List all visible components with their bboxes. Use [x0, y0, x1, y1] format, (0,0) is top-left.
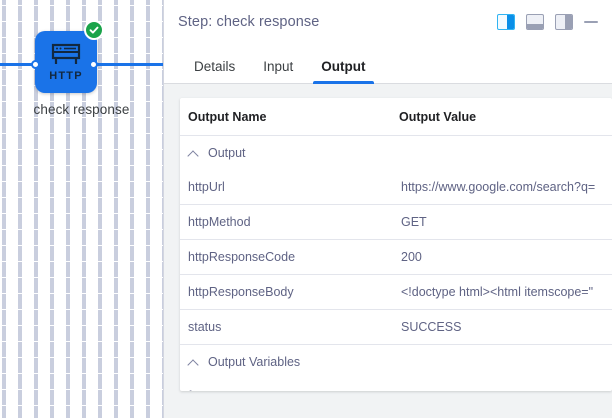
cell-output-name: httpUrl — [180, 170, 393, 205]
chevron-up-icon[interactable] — [188, 357, 199, 368]
table-group-row-output[interactable]: Output — [180, 136, 612, 171]
http-label: HTTP — [49, 70, 83, 82]
cell-output-name: foo — [180, 379, 393, 391]
column-header-output-value: Output Value — [393, 98, 612, 136]
table-row[interactable]: httpResponseBody <!doctype html><html it… — [180, 274, 612, 310]
cell-output-value: 200 — [393, 379, 612, 391]
output-table-card: Output Name Output Value Output — [180, 98, 612, 391]
column-header-output-name: Output Name — [180, 98, 393, 136]
step-details-panel: Step: check response Details Input Outpu… — [163, 0, 612, 418]
group-label-output-variables: Output Variables — [208, 355, 301, 369]
page-title: Step: check response — [178, 14, 320, 30]
cell-output-value: SUCCESS — [393, 309, 612, 345]
table-row[interactable]: foo 200 — [180, 379, 612, 391]
cell-output-value: GET — [393, 204, 612, 240]
cell-output-name: status — [180, 309, 393, 345]
cell-output-value: https://www.google.com/search?q= — [393, 170, 612, 205]
cell-output-value: 200 — [393, 239, 612, 275]
group-label-output: Output — [208, 146, 246, 160]
table-row[interactable]: httpUrl https://www.google.com/search?q= — [180, 170, 612, 205]
table-row[interactable]: httpResponseCode 200 — [180, 239, 612, 275]
bottom-panel-layout-icon[interactable] — [526, 14, 544, 30]
output-table: Output Name Output Value Output — [180, 98, 612, 391]
panel-body: Output Name Output Value Output — [164, 84, 612, 418]
table-row[interactable]: status SUCCESS — [180, 309, 612, 345]
minimize-icon[interactable] — [584, 21, 598, 23]
workflow-node-check-response[interactable]: HTTP — [35, 31, 97, 93]
tab-details[interactable]: Details — [194, 59, 236, 74]
panel-header: Step: check response — [164, 0, 612, 44]
node-label: check response — [33, 102, 130, 117]
right-panel-layout-icon[interactable] — [555, 14, 573, 30]
cell-output-name: httpMethod — [180, 204, 393, 240]
tab-output[interactable]: Output — [307, 59, 379, 84]
tab-input[interactable]: Input — [263, 59, 294, 74]
panel-tabs: Details Input Output — [164, 44, 612, 84]
panel-actions — [497, 14, 598, 30]
chevron-up-icon[interactable] — [188, 148, 199, 159]
cell-output-name: httpResponseBody — [180, 274, 393, 310]
split-layout-icon[interactable] — [497, 14, 515, 30]
check-circle-icon — [84, 20, 104, 40]
http-node-icon: HTTP — [35, 43, 97, 82]
node-input-port[interactable] — [31, 60, 40, 69]
workflow-canvas[interactable]: HTTP check response — [0, 0, 163, 418]
node-output-port[interactable] — [89, 60, 98, 69]
table-row[interactable]: httpMethod GET — [180, 204, 612, 240]
cell-output-value: <!doctype html><html itemscope=" — [393, 274, 612, 310]
cell-output-name: httpResponseCode — [180, 239, 393, 275]
table-header-row: Output Name Output Value — [180, 98, 612, 136]
table-group-row-output-variables[interactable]: Output Variables — [180, 345, 612, 380]
